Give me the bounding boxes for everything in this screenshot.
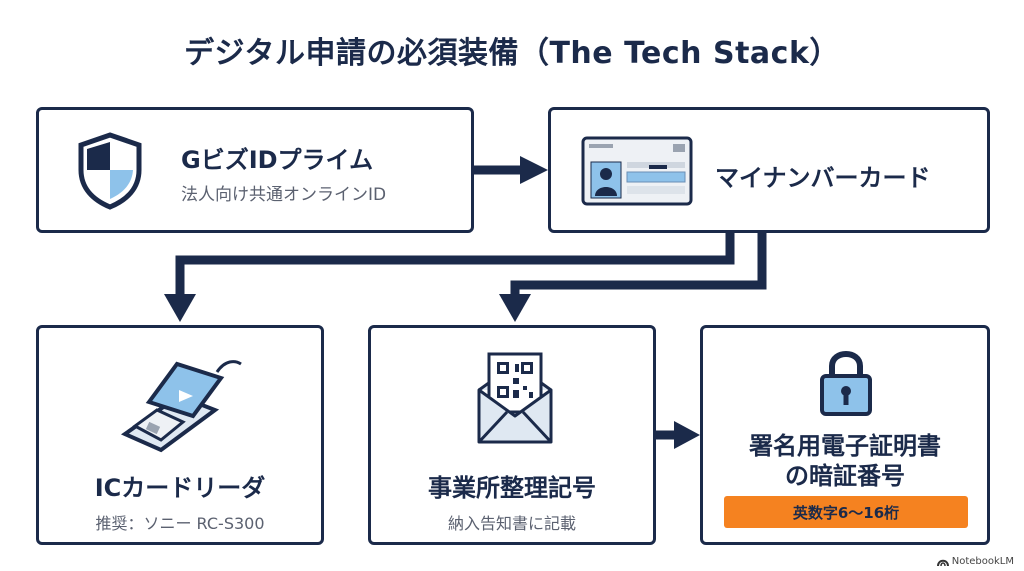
notebooklm-logo-icon xyxy=(936,559,949,566)
reader-title: ICカードリーダ xyxy=(94,474,266,502)
qr-envelope-icon xyxy=(477,352,553,444)
signature-pin-box: 署名用電子証明書 の暗証番号 英数字6〜16桁 xyxy=(700,325,990,545)
arrow-mynumber-to-reader xyxy=(175,233,735,296)
office-code-box: 事業所整理記号 納入告知書に記載 xyxy=(368,325,656,545)
padlock-icon xyxy=(820,351,872,416)
reader-subtitle: 推奨：ソニー RC-S300 xyxy=(95,514,265,533)
office-title: 事業所整理記号 xyxy=(428,474,596,502)
arrow-mynumber-to-office xyxy=(510,233,767,296)
watermark-text: NotebookLM xyxy=(951,556,1014,567)
gbiz-id-prime-box: GビズIDプライム 法人向け共通オンラインID xyxy=(36,107,474,233)
mynumber-card-box: マイナンバーカード xyxy=(548,107,990,233)
pin-length-highlight: 英数字6〜16桁 xyxy=(724,496,968,528)
pin-title-line1: 署名用電子証明書 xyxy=(749,432,941,460)
card-reader-icon xyxy=(120,360,242,453)
gbiz-title: GビズIDプライム xyxy=(181,146,374,174)
office-subtitle: 納入告知書に記載 xyxy=(447,514,576,533)
id-card-icon xyxy=(581,136,693,206)
mynumber-title: マイナンバーカード xyxy=(715,164,931,192)
ic-card-reader-box: ICカードリーダ 推奨：ソニー RC-S300 xyxy=(36,325,324,545)
shield-icon xyxy=(78,132,142,210)
pin-title-line2: の暗証番号 xyxy=(785,462,905,490)
gbiz-subtitle: 法人向け共通オンラインID xyxy=(181,185,387,205)
page-title: デジタル申請の必須装備（The Tech Stack） xyxy=(184,36,840,71)
notebooklm-badge: NotebookLM xyxy=(936,556,1014,567)
